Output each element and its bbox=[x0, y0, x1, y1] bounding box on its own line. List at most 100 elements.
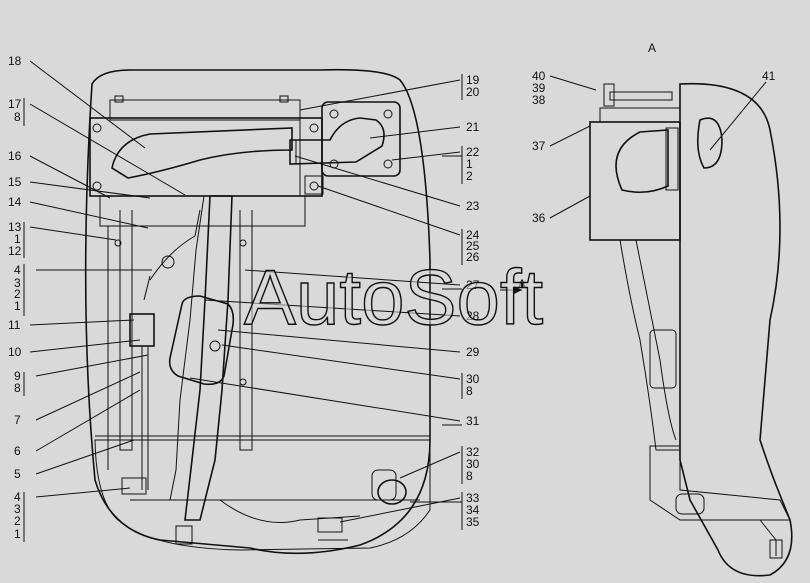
view-a-bolt-bar bbox=[609, 91, 673, 101]
right-callout: 33 bbox=[466, 491, 480, 505]
rivet bbox=[239, 378, 247, 386]
leader-lines bbox=[23, 60, 767, 542]
view-a-fitting bbox=[675, 493, 705, 515]
left-callout: 8 bbox=[14, 110, 21, 124]
leader-line bbox=[299, 79, 461, 111]
outlet-flange bbox=[321, 101, 401, 177]
tube-end bbox=[143, 275, 151, 301]
left-callout: 17 bbox=[8, 97, 22, 111]
right-callout: 23 bbox=[466, 199, 480, 213]
left-callout: 4 bbox=[14, 263, 21, 277]
rivet bbox=[114, 239, 122, 247]
left-callout: 2 bbox=[14, 514, 21, 528]
leader-line bbox=[549, 125, 591, 147]
right-callout: 30 bbox=[466, 457, 480, 471]
heater-side-flange bbox=[299, 117, 323, 197]
main-pipe bbox=[184, 195, 233, 521]
leader-line bbox=[29, 319, 135, 326]
rivet bbox=[239, 239, 247, 247]
right-callout: 24 bbox=[466, 228, 480, 242]
view-a-tank bbox=[649, 445, 791, 521]
bolt-head bbox=[114, 95, 124, 103]
tank-bottom bbox=[94, 439, 431, 551]
leader-line bbox=[35, 487, 131, 498]
leader-line bbox=[29, 181, 151, 199]
view-a-callout: 37 bbox=[532, 139, 546, 153]
left-callout: 1 bbox=[14, 527, 21, 541]
leader-line bbox=[29, 60, 146, 149]
heater-box bbox=[89, 117, 323, 197]
view-a-flange bbox=[665, 127, 679, 191]
bolt bbox=[383, 159, 393, 169]
valve-block bbox=[168, 295, 235, 386]
right-callout: 26 bbox=[466, 250, 480, 264]
filler-neck bbox=[371, 469, 397, 501]
right-callout: 28 bbox=[466, 309, 480, 323]
bracket-ear bbox=[304, 175, 324, 195]
left-callout: 13 bbox=[8, 220, 22, 234]
view-a bbox=[589, 82, 793, 577]
right-callout: 30 bbox=[466, 372, 480, 386]
left-callout: 5 bbox=[14, 467, 21, 481]
cab-outline bbox=[84, 68, 431, 555]
air-duct bbox=[111, 127, 293, 179]
bottom-hose bbox=[219, 499, 361, 523]
right-callout: 22 bbox=[466, 145, 480, 159]
view-a-pipe bbox=[619, 239, 680, 451]
left-callout: 16 bbox=[8, 149, 22, 163]
leader-line bbox=[217, 329, 461, 353]
view-a-valve bbox=[649, 329, 677, 389]
bolt bbox=[92, 123, 102, 133]
view-a-bolt bbox=[603, 83, 615, 107]
section-marker-label: А bbox=[518, 277, 526, 291]
callout-labels: 1817816151413112432111109876543211920212… bbox=[8, 54, 776, 541]
leader-line bbox=[35, 354, 149, 377]
pipe-inner-line bbox=[169, 195, 205, 501]
view-a-callout: 39 bbox=[532, 81, 546, 95]
leader-line bbox=[29, 155, 111, 199]
right-callout: 21 bbox=[466, 120, 480, 134]
leader-line bbox=[29, 201, 149, 229]
leader-line bbox=[549, 195, 591, 219]
leader-line bbox=[294, 155, 461, 207]
bolt bbox=[309, 123, 319, 133]
view-a-drain-cap bbox=[769, 539, 783, 559]
right-callout: 8 bbox=[466, 469, 473, 483]
leader-line bbox=[391, 151, 461, 161]
left-callout: 12 bbox=[8, 244, 22, 258]
left-callout: 1 bbox=[14, 299, 21, 313]
view-a-fan bbox=[696, 117, 723, 169]
left-rail bbox=[119, 210, 133, 451]
leader-line bbox=[29, 226, 117, 241]
left-callout: 11 bbox=[8, 318, 21, 332]
leader-line bbox=[35, 389, 141, 452]
mount-bracket bbox=[99, 195, 306, 227]
left-callout: 2 bbox=[14, 287, 21, 301]
left-callout: 8 bbox=[14, 381, 21, 395]
right-rail bbox=[239, 210, 253, 451]
leader-line bbox=[29, 339, 141, 353]
left-callout: 3 bbox=[14, 276, 21, 290]
left-callout: 1 bbox=[14, 232, 21, 246]
section-marker: А bbox=[500, 277, 526, 294]
view-a-duct bbox=[615, 129, 669, 194]
left-callout: 3 bbox=[14, 502, 21, 516]
leader-line bbox=[369, 126, 461, 139]
view-label: A bbox=[648, 41, 656, 55]
leader-line bbox=[549, 75, 597, 91]
bolt bbox=[329, 109, 339, 119]
right-callout: 32 bbox=[466, 445, 480, 459]
right-callout: 29 bbox=[466, 345, 480, 359]
leader-line bbox=[29, 103, 186, 196]
left-callout: 4 bbox=[14, 490, 21, 504]
right-callout: 31 bbox=[466, 414, 480, 428]
leader-line bbox=[204, 299, 461, 317]
view-a-drain bbox=[759, 519, 777, 556]
left-callout: 7 bbox=[14, 413, 21, 427]
right-callout: 27 bbox=[466, 278, 480, 292]
bolt bbox=[92, 181, 102, 191]
right-callout: 34 bbox=[466, 503, 480, 517]
leader-line bbox=[35, 371, 141, 421]
view-a-pipe-line bbox=[635, 239, 677, 441]
